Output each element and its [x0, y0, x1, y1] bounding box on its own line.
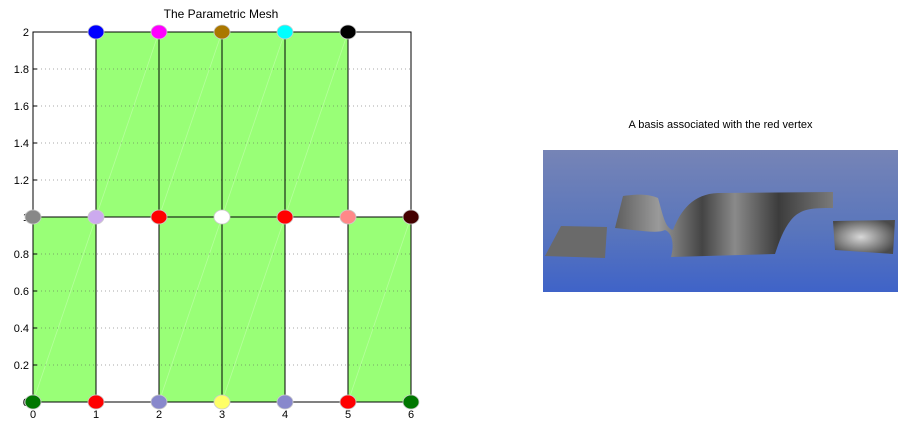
mesh-vertex [213, 209, 231, 225]
cell-diagonal [221, 216, 286, 403]
cell-edge [347, 216, 412, 403]
cell-diagonal [221, 31, 286, 218]
cell-diagonal [95, 31, 160, 218]
basis-surface-render [543, 150, 898, 292]
cell-diagonal [347, 216, 412, 403]
cell-edge [284, 31, 349, 218]
x-tick-label: 3 [219, 409, 225, 421]
cell-diagonal [284, 31, 349, 218]
y-tick-label: 0.6 [14, 286, 29, 298]
basis-panel-title: A basis associated with the red vertex [628, 119, 813, 131]
mesh-vertex [150, 209, 168, 225]
x-tick-label: 5 [345, 409, 351, 421]
y-tick-label: 2 [23, 27, 29, 39]
mesh-vertex [402, 209, 420, 225]
cell-diagonal [32, 216, 97, 403]
y-tick-label: 1.4 [14, 138, 29, 150]
surface-patch-right [833, 220, 895, 254]
mesh-vertex [24, 394, 42, 410]
mesh-edges [32, 31, 412, 403]
mesh-vertices [24, 24, 420, 410]
mesh-vertex [24, 209, 42, 225]
mesh-vertex [339, 394, 357, 410]
mesh-vertex [150, 24, 168, 40]
y-tick-label: 1.2 [14, 175, 29, 187]
mesh-vertex [87, 394, 105, 410]
mesh-vertex [87, 209, 105, 225]
x-tick-label: 4 [282, 409, 288, 421]
mesh-vertex [276, 394, 294, 410]
mesh-vertex [150, 394, 168, 410]
mesh-vertex [213, 394, 231, 410]
parametric-mesh-chart: The Parametric Mesh 012345600.20.40.60.8… [14, 7, 420, 421]
y-tick-label: 0.4 [14, 323, 29, 335]
mesh-vertex [402, 394, 420, 410]
mesh-vertex [339, 209, 357, 225]
x-tick-label: 2 [156, 409, 162, 421]
axis-ticks: 012345600.20.40.60.811.21.41.61.82 [14, 27, 414, 421]
mesh-vertex [276, 209, 294, 225]
x-tick-label: 0 [30, 409, 36, 421]
cell-edge [32, 216, 97, 403]
mesh-cells [32, 31, 412, 403]
y-tick-label: 0.2 [14, 360, 29, 372]
y-tick-label: 0.8 [14, 249, 29, 261]
mesh-vertex [276, 24, 294, 40]
surface-patch-main [615, 192, 833, 257]
y-tick-label: 1.6 [14, 101, 29, 113]
mesh-vertex [339, 24, 357, 40]
surface-patch-left [545, 226, 607, 258]
mesh-vertex [213, 24, 231, 40]
y-tick-label: 1.8 [14, 64, 29, 76]
cell-diagonal [158, 31, 223, 218]
x-tick-label: 1 [93, 409, 99, 421]
mesh-vertex [87, 24, 105, 40]
x-tick-label: 6 [408, 409, 414, 421]
cell-diagonal [158, 216, 223, 403]
chart-title: The Parametric Mesh [164, 7, 279, 21]
